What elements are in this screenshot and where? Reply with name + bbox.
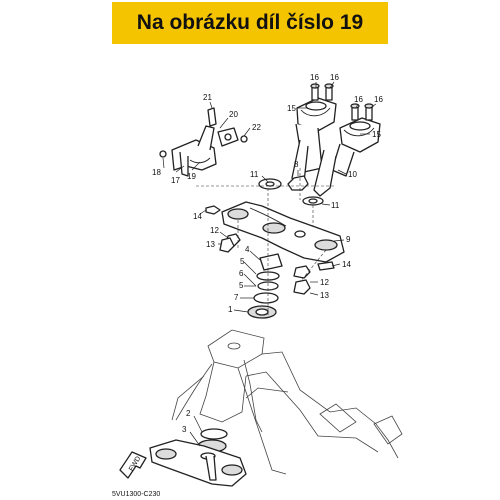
callout-16d: 16 <box>374 95 383 104</box>
stem-nuts-and-bearing <box>247 253 283 319</box>
callout-16a: 16 <box>310 73 319 82</box>
callout-5b: 5 <box>239 281 244 290</box>
lower-bracket <box>149 428 247 487</box>
assembly-guide-lines <box>196 168 334 315</box>
callout-2: 2 <box>186 409 191 418</box>
meter-bracket-assembly <box>159 107 248 177</box>
callout-13a: 13 <box>206 240 215 249</box>
callout-15b: 15 <box>372 130 381 139</box>
frame-head-pipe <box>171 329 403 475</box>
callout-7: 7 <box>234 293 239 302</box>
callout-18: 18 <box>152 168 161 177</box>
leader-lines <box>162 81 377 447</box>
diagram-code: 5VU1300-C230 <box>112 491 160 498</box>
callout-21: 21 <box>203 93 212 102</box>
callout-8: 8 <box>294 160 299 169</box>
callout-4: 4 <box>245 245 250 254</box>
callout-1: 1 <box>228 305 233 314</box>
callout-16b: 16 <box>330 73 339 82</box>
callout-9: 9 <box>346 235 351 244</box>
callout-6: 6 <box>239 269 244 278</box>
callout-14b: 14 <box>342 260 351 269</box>
callout-14a: 14 <box>193 212 202 221</box>
holder-bolts <box>310 83 374 121</box>
upper-bracket <box>221 201 345 263</box>
callout-numbers: 16 16 16 16 15 15 10 21 20 22 19 17 18 1… <box>152 73 383 434</box>
callout-3: 3 <box>182 425 187 434</box>
callout-11a: 11 <box>250 170 259 179</box>
callout-11b: 11 <box>331 201 340 210</box>
callout-15a: 15 <box>287 104 296 113</box>
callout-17: 17 <box>171 176 180 185</box>
forward-direction-arrow: FWD <box>119 451 147 479</box>
banner-title: Na obrázku díl číslo 19 <box>136 11 364 34</box>
callout-12a: 12 <box>210 226 219 235</box>
callout-19: 19 <box>187 172 196 181</box>
callout-20: 20 <box>229 110 238 119</box>
part-number-banner: Na obrázku díl číslo 19 <box>112 2 388 44</box>
callout-5a: 5 <box>240 257 245 266</box>
callout-12b: 12 <box>320 278 329 287</box>
callout-22: 22 <box>252 123 261 132</box>
callout-13b: 13 <box>320 291 329 300</box>
callout-16c: 16 <box>354 95 363 104</box>
callout-10: 10 <box>348 170 357 179</box>
washers-and-nuts <box>205 175 335 295</box>
handlebar-holder-right <box>313 117 381 197</box>
